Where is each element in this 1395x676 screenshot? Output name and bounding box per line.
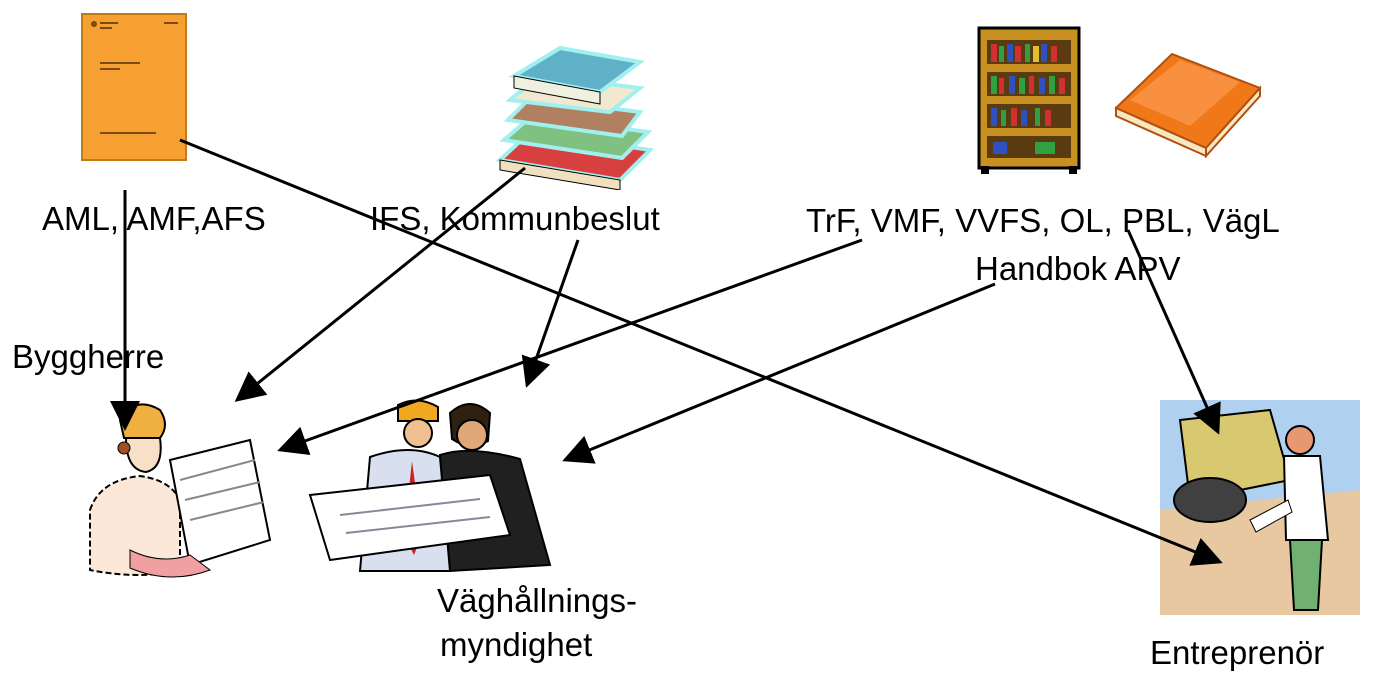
label-handbok-apv: Handbok APV [975,250,1181,287]
label-trf-vmf-vvfs: TrF, VMF, VVFS, OL, PBL, VägL [806,202,1280,239]
label-vaghallnings: Väghållnings- [437,582,637,619]
handbook-icon [1114,52,1262,158]
arrow-kommunbeslut-to-vaghallning [521,239,580,388]
label-ifs-kommunbeslut: IFS, Kommunbeslut [370,200,660,237]
label-myndighet: myndighet [440,626,593,663]
law-document-icon [81,13,187,161]
two-men-reviewing-plans-icon [308,399,552,573]
bookshelf-icon [977,26,1081,174]
label-byggherre: Byggherre [12,338,165,375]
arrow-lawdoc-to-entreprenor [179,138,1223,566]
arrow-books-to-byggherre [234,166,526,402]
label-aml-amf-afs: AML, AMF,AFS [42,200,266,237]
book-stack-icon [495,45,655,190]
arrow-trf-to-byggherre [277,238,863,455]
arrow-ol-to-entreprenor [1126,229,1221,435]
builder-with-plans-icon [89,403,272,578]
arrow-handbok-to-vaghallning [562,282,996,464]
label-entreprenor: Entreprenör [1150,634,1325,671]
